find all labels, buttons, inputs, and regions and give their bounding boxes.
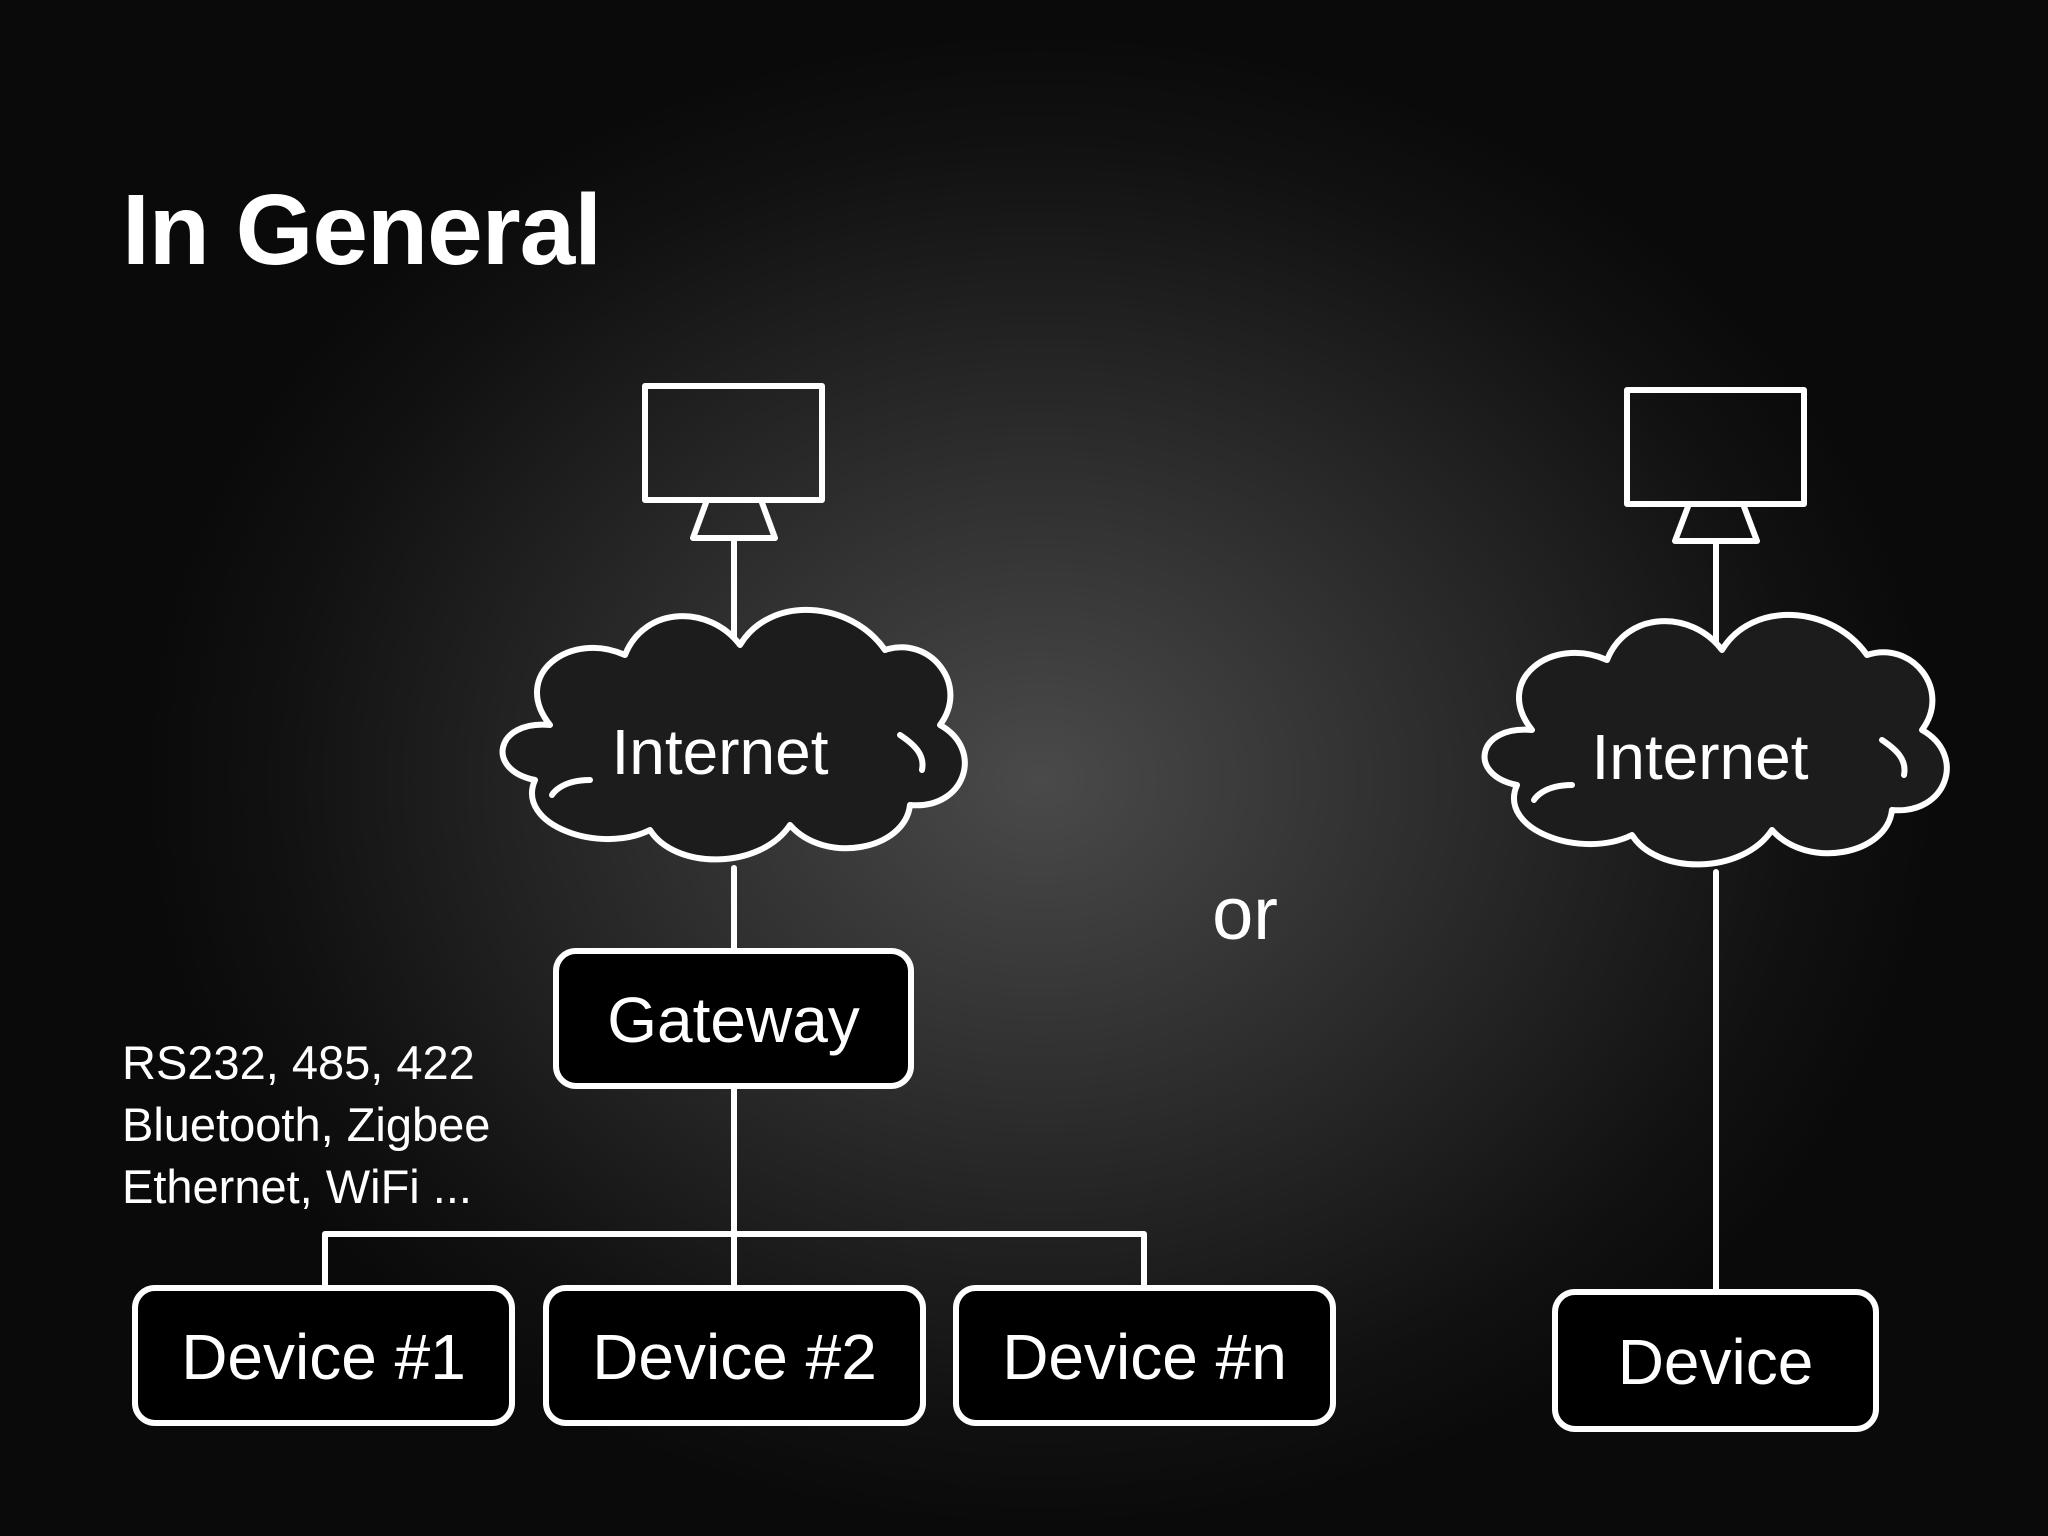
or-separator: or (1212, 872, 1278, 955)
protocol-line-wireless: Bluetooth, Zigbee (122, 1098, 491, 1151)
protocol-list: RS232, 485, 422 Bluetooth, Zigbee Ethern… (122, 1032, 490, 1218)
gateway-label: Gateway (607, 984, 860, 1056)
left-diagram (132, 383, 1336, 1426)
right-device-node-box (1552, 1289, 1879, 1432)
device-1-label: Device #1 (181, 1321, 466, 1393)
gateway-node-box (553, 948, 914, 1089)
device-n-node-box (953, 1285, 1336, 1426)
device-n-label: Device #n (1002, 1321, 1287, 1393)
device-2-label: Device #2 (592, 1321, 877, 1393)
right-monitor-icon (1624, 387, 1807, 544)
device-1-node-box (132, 1285, 515, 1426)
right-cloud-icon (1481, 611, 1950, 868)
left-cloud-icon (499, 606, 968, 863)
slide-title: In General (122, 174, 602, 286)
device-2-node-box (543, 1285, 926, 1426)
left-cloud-label: Internet (611, 716, 829, 788)
protocol-line-network: Ethernet, WiFi ... (122, 1160, 472, 1213)
right-device-label: Device (1617, 1326, 1814, 1398)
protocol-line-serial: RS232, 485, 422 (122, 1036, 475, 1089)
right-diagram (1481, 387, 1950, 1432)
right-cloud-label: Internet (1591, 721, 1809, 793)
left-monitor-icon (642, 383, 825, 541)
